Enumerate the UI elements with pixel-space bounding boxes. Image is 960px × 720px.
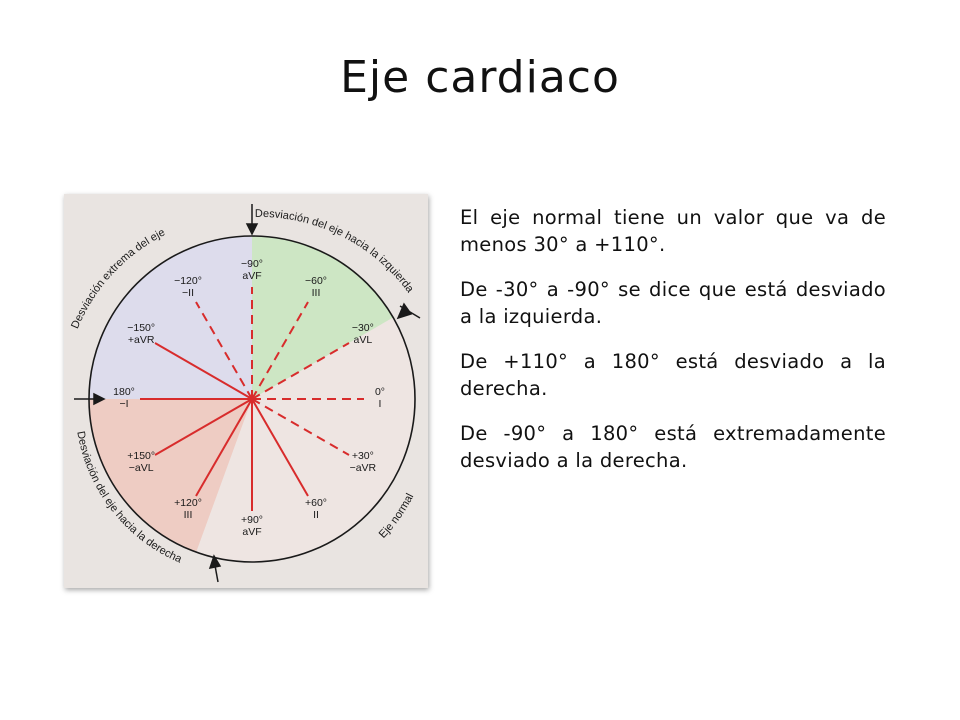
cardiac-axis-figure: Desviación del eje hacia la izquierda De… [64,194,428,588]
center-point [249,396,255,402]
lead-label-p30: +30°−aVR [350,450,377,474]
paragraph-left-deviation: De -30° a -90° se dice que está desviado… [460,278,886,328]
lead-line-p120 [195,398,253,497]
lead-label-m120: −120°−II [174,275,202,299]
lead-line-m30 [251,342,350,400]
sector-right-deviation [89,399,252,553]
lead-label-p90: +90°aVF [241,514,263,538]
lead-line-p60 [251,398,309,497]
sector-normal-axis [196,317,415,562]
lead-label-m150: −150°+aVR [127,322,155,346]
lead-label-m60: −60°III [305,275,327,299]
lead-label-m30: −30°aVL [352,322,374,346]
sector-extreme-deviation [89,236,252,399]
lead-label-p60: +60°II [305,497,327,521]
explanation-text: El eje normal tiene un valor que va de m… [460,204,886,492]
paragraph-extreme-deviation: De -90° a 180° está extremadamente desvi… [460,422,886,472]
lead-labels: −90°aVF −60°III −30°aVL 0°I +30°−aVR +60°II +9… [113,258,385,538]
lead-label-p0: 0°I [375,386,385,410]
lead-lines [140,287,364,511]
arc-label-normal-axis: Eje normal [377,492,416,541]
lead-label-p120: +120°III [174,497,202,521]
lead-line-m60 [251,301,309,400]
lead-label-m90: −90°aVF [241,258,263,282]
paragraph-normal-axis: El eje normal tiene un valor que va de m… [460,206,886,256]
lead-line-p30 [251,398,350,456]
lead-line-p150 [154,398,253,456]
lead-label-p150: +150°−aVL [127,450,155,474]
cardiac-axis-diagram: Desviación del eje hacia la izquierda De… [69,204,421,583]
page-title: Eje cardiaco [340,52,620,103]
lead-line-m120 [195,301,253,400]
boundary-markers [74,204,421,583]
lead-line-m150 [154,342,253,400]
lead-label-p180: 180°−I [113,386,135,410]
paragraph-right-deviation: De +110° a 180° está desviado a la derec… [460,350,886,400]
sector-left-deviation [252,236,394,399]
